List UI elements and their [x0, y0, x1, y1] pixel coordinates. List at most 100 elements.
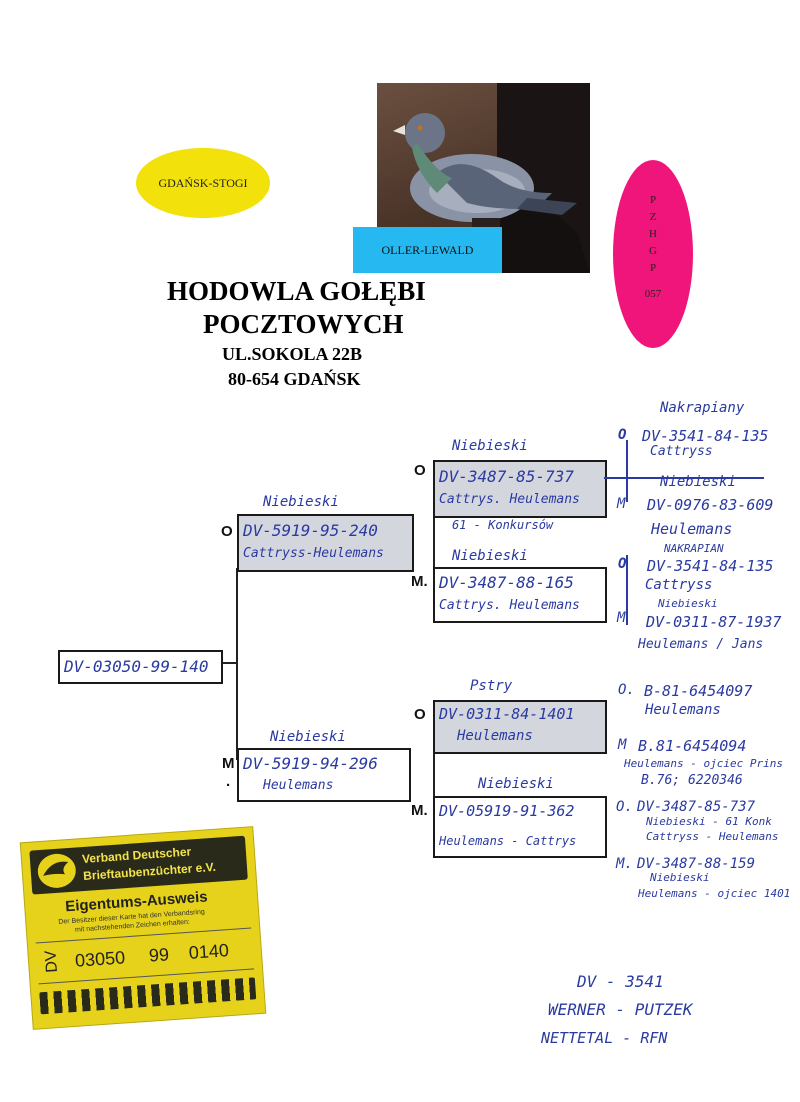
sd-dam-color: Niebieski [658, 597, 718, 610]
card-header: Verband Deutscher Brieftaubenzüchter e.V… [29, 835, 248, 895]
sd-sire-breed: Cattryss [645, 577, 713, 593]
subject-ring-box: DV-03050-99-140 [58, 650, 223, 684]
club-letter: G [649, 245, 657, 257]
club-letter: P [649, 262, 657, 274]
dam-breed: Heulemans [263, 778, 334, 793]
club-badge: P Z H G P 057 [613, 160, 693, 348]
dam-sex-dot: . [226, 773, 231, 790]
sire-dam-breed: Cattrys. Heulemans [439, 598, 580, 613]
card-number-2: 99 [148, 944, 170, 966]
card-number-3: 0140 [188, 940, 230, 963]
dam-color: Niebieski [270, 729, 346, 745]
ss-sire-breed: Cattryss [650, 444, 713, 459]
dam-sire-breed: Heulemans [457, 728, 533, 744]
sd-dam-breed: Heulemans / Jans [638, 637, 764, 652]
subject-ring: DV-03050-99-140 [64, 657, 209, 676]
dd-sire-ring: DV-3487-85-737 [637, 799, 756, 815]
ss-sire-ring: DV-3541-84-135 [642, 427, 769, 445]
address-line1: UL.SOKOLA 22B [222, 344, 363, 364]
sire-dam-color: Niebieski [452, 548, 528, 564]
ss-sire-sex: O [618, 427, 627, 443]
dam-sex: M [222, 755, 235, 772]
ss-sire-label: Nakrapiany [660, 400, 745, 416]
dam-dam-sex: M. [411, 802, 428, 819]
dd-dam-color: Niebieski [650, 871, 710, 884]
sire-sire-color: Niebieski [452, 438, 528, 454]
dam-dam-box: DV-05919-91-362 Heulemans - Cattrys [433, 796, 607, 858]
page-title-line1: HODOWLA GOŁĘBI [167, 276, 426, 306]
sd-sire-label: NAKRAPIAN [664, 542, 724, 555]
dd-sire-breed: Cattryss - Heulemans [646, 830, 779, 843]
dam-sire-sex: O [414, 706, 426, 723]
owner-badge: OLLER-LEWALD [353, 227, 502, 273]
ss-dam-breed: Heulemans [651, 520, 733, 538]
sire-dam-ring: DV-3487-88-165 [439, 573, 574, 592]
pigeon-logo-icon [37, 853, 76, 888]
location-badge-text: GDAŃSK-STOGI [158, 175, 248, 190]
sire-sire-ring: DV-3487-85-737 [439, 467, 574, 486]
club-letter: P [649, 194, 657, 206]
club-letters: P Z H G P [613, 192, 693, 277]
ds-dam-sex: M [618, 737, 627, 753]
connector-gen2-top [433, 487, 435, 589]
dam-dam-breed: Heulemans - Cattrys [439, 834, 577, 848]
ownership-card: Verband Deutscher Brieftaubenzüchter e.V… [20, 827, 266, 1029]
connector-gen1 [236, 568, 238, 760]
ds-dam-note: Heulemans - ojciec Prins [624, 757, 783, 770]
owner-badge-text: OLLER-LEWALD [381, 242, 474, 257]
dam-box: DV-5919-94-296 Heulemans [237, 748, 411, 802]
gen3-bracket-top [626, 440, 628, 502]
ds-sire-breed: Heulemans [645, 702, 721, 718]
ds-dam-ring: B.81-6454094 [638, 737, 747, 755]
connector-subject [221, 662, 238, 664]
dd-sire-note: Niebieski - 61 Konk [646, 815, 772, 828]
dd-dam-breed: Heulemans - ojciec 1401 [638, 887, 791, 900]
sire-sire-sex: O [414, 462, 426, 479]
location-badge: GDAŃSK-STOGI [136, 148, 270, 218]
sire-sire-box: DV-3487-85-737 Cattrys. Heulemans [433, 460, 607, 518]
sire-sire-note: 61 - Konkursów [452, 518, 554, 532]
sire-color: Niebieski [263, 494, 339, 510]
club-letter: Z [649, 211, 657, 223]
dd-dam-sex: M. [616, 856, 633, 872]
footer-note-line2: WERNER - PUTZEK [548, 1000, 693, 1019]
card-dv: DV [42, 949, 61, 974]
card-number-1: 03050 [74, 947, 126, 971]
gen3-tick-top [604, 477, 764, 479]
ss-dam-ring: DV-0976-83-609 [647, 496, 774, 514]
dam-sire-box: DV-0311-84-1401 Heulemans [433, 700, 607, 754]
sire-dam-box: DV-3487-88-165 Cattrys. Heulemans [433, 567, 607, 623]
sd-dam-sex: M [617, 610, 626, 626]
card-number-row: DV 03050 99 0140 [35, 927, 255, 985]
pigeon-illustration [393, 83, 590, 273]
sd-sire-ring: DV-3541-84-135 [647, 557, 774, 575]
club-number: 057 [644, 288, 662, 300]
gen3-bracket-mid [626, 555, 628, 625]
ss-dam-sex: M [617, 496, 626, 512]
dam-ring: DV-5919-94-296 [243, 754, 378, 773]
page-title-line2: POCZTOWYCH [203, 309, 404, 339]
sd-dam-ring: DV-0311-87-1937 [646, 613, 782, 631]
footer-note-line1: DV - 3541 [577, 972, 664, 991]
sd-sire-sex: O [618, 556, 627, 572]
address-line2: 80-654 GDAŃSK [228, 369, 361, 389]
sire-sex: O [221, 523, 233, 540]
pigeon-photo [377, 83, 590, 273]
dam-sire-ring: DV-0311-84-1401 [439, 705, 575, 723]
sire-breed: Cattryss-Heulemans [243, 546, 384, 561]
sire-sire-breed: Cattrys. Heulemans [439, 492, 580, 507]
sire-dam-sex: M. [411, 573, 428, 590]
dd-dam-ring: DV-3487-88-159 [637, 856, 756, 872]
sire-box: DV-5919-95-240 Cattryss-Heulemans [237, 514, 414, 572]
dam-dam-color: Niebieski [478, 776, 554, 792]
ds-sire-sex: O. [618, 682, 635, 698]
ds-dam-ring2: B.76; 6220346 [641, 773, 743, 788]
card-ornament-border [39, 977, 257, 1015]
ss-dam-color: Niebieski [660, 474, 736, 490]
footer-note-line3: NETTETAL - RFN [541, 1029, 668, 1047]
sire-ring: DV-5919-95-240 [243, 521, 378, 540]
ds-sire-ring: B-81-6454097 [644, 682, 753, 700]
dd-sire-sex: O. [616, 799, 633, 815]
club-letter: H [649, 228, 657, 240]
dam-sire-color: Pstry [470, 678, 513, 694]
